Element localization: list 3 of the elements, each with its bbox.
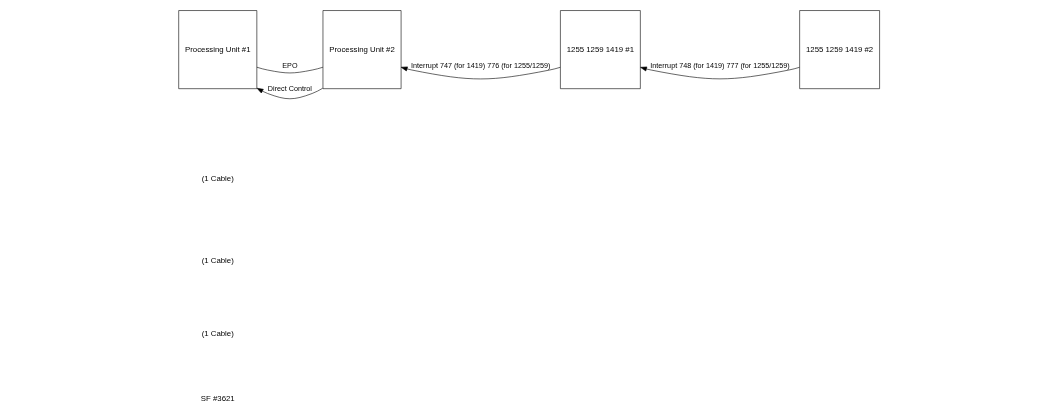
arrow [256, 87, 323, 100]
arrow [400, 66, 560, 80]
arrow [639, 66, 800, 80]
